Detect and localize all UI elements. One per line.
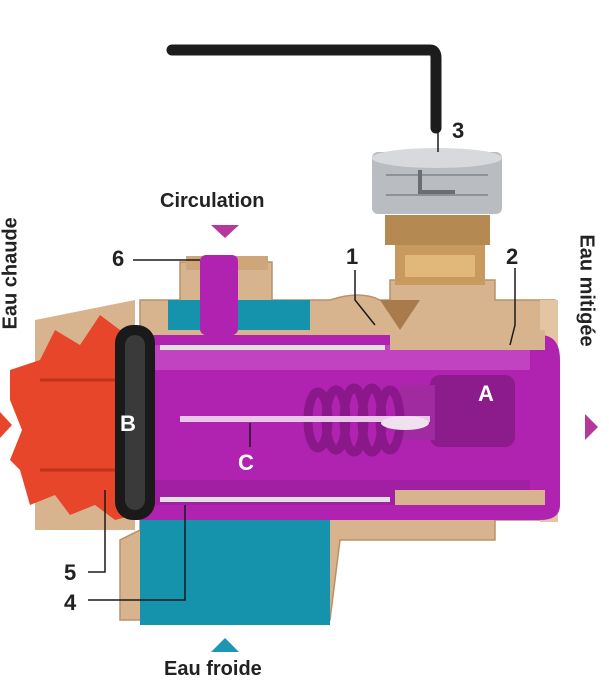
label-C: C	[238, 450, 254, 475]
cold-water-label: Eau froide	[164, 658, 262, 680]
circulation-label: Circulation	[160, 190, 265, 212]
hot-water-label: Eau chaude	[0, 217, 22, 330]
allen-key	[166, 44, 442, 134]
label-A: A	[478, 381, 494, 406]
mixed-water-arrow	[585, 414, 598, 440]
callout-4: 4	[64, 590, 77, 615]
circulation-arrow	[211, 225, 239, 238]
mixed-water-label: Eau mitigée	[575, 234, 598, 347]
rod-C	[180, 416, 430, 422]
thermostatic-element-A	[400, 375, 515, 447]
valve-seat	[390, 330, 545, 350]
callout-3: 3	[452, 118, 465, 143]
circulation-pipe	[200, 255, 238, 335]
callout-1: 1	[346, 244, 359, 269]
callout-6: 6	[112, 246, 125, 271]
circulation-chamber	[168, 300, 310, 330]
hot-water-arrow	[0, 412, 12, 438]
cold-water-arrow	[211, 638, 239, 652]
callout-5: 5	[64, 560, 77, 585]
leader-lines	[88, 130, 516, 601]
cold-water-channel	[140, 520, 330, 625]
label-B: B	[120, 411, 136, 436]
adjustment-cap	[372, 148, 502, 214]
callout-2: 2	[506, 244, 519, 269]
bonnet	[385, 215, 490, 245]
seal-ring-B	[115, 325, 155, 520]
